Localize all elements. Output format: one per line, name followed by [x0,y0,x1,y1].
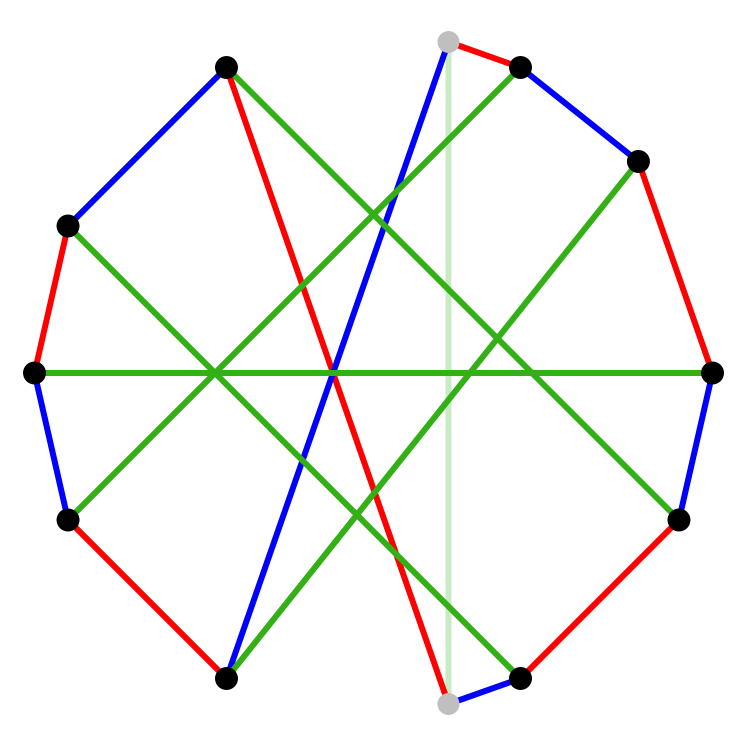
edge-v0-v7-blue [223,39,452,682]
edge-v1-v2-blue [517,64,642,165]
vertex-v7 [214,666,238,690]
vertex-v11 [214,56,238,80]
edge-v8-v9-blue [31,370,72,524]
edge-v4-v11-green [223,64,682,524]
edge-v5-v10-green [65,222,524,682]
vertex-v8 [56,508,80,532]
vertex-v9 [23,361,46,385]
vertices-layer [23,31,724,715]
edge-v3-v4-blue [675,370,716,524]
vertex-v0-faded [437,31,460,53]
vertex-v5 [509,666,533,690]
edge-v11-v6-red [223,64,452,707]
vertex-v1 [509,56,533,80]
edges-layer [31,39,716,707]
edge-v7-v8-red [65,517,230,682]
edge-v2-v7-green [223,158,642,682]
edge-v1-v8-green [65,64,524,524]
edge-v0-v1-red [445,39,524,71]
edge-v5-v6-blue [445,675,524,707]
vertex-v6-faded [437,693,460,715]
edge-v10-v11-blue [65,64,230,229]
edge-v9-v10-red [31,222,72,376]
edge-v2-v3-red [635,158,716,376]
vertex-v10 [56,214,80,238]
edge-v4-v5-red [517,517,682,682]
vertex-v3 [701,361,724,385]
vertex-v2 [626,150,650,174]
vertex-v4 [667,508,691,532]
